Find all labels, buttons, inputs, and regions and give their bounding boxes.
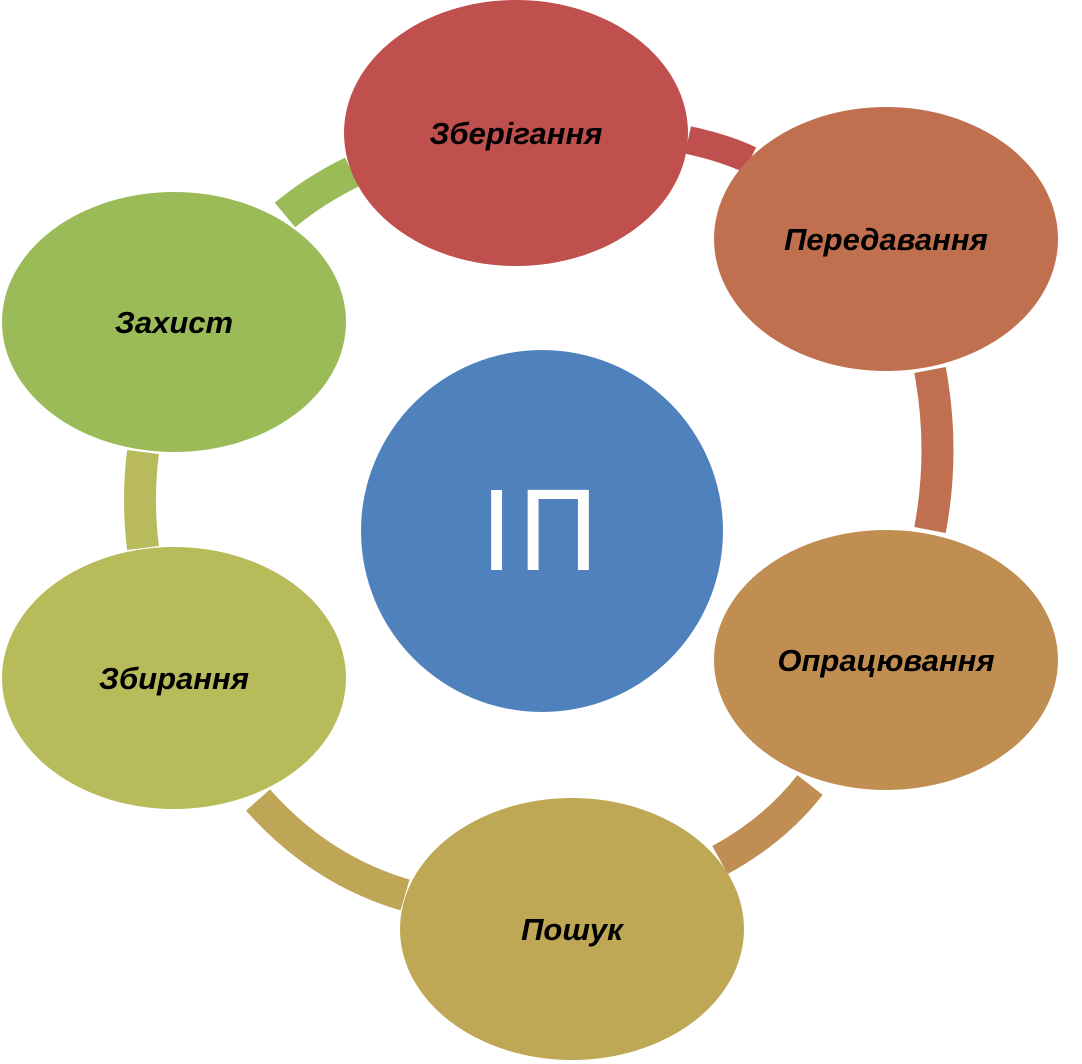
center-circle xyxy=(361,350,723,712)
node-ellipse xyxy=(344,0,688,266)
connector-opratsyuvannya-poshuk xyxy=(712,775,823,875)
node-ellipse xyxy=(714,530,1058,790)
node-ellipse xyxy=(2,192,346,452)
node-poshuk: Пошук xyxy=(400,798,744,1060)
node-label: Зберігання xyxy=(430,116,603,151)
node-opratsyuvannya: Опрацювання xyxy=(714,530,1058,790)
center-label: ІП xyxy=(480,468,603,596)
connector-zberigannya-peredavannya xyxy=(684,126,757,173)
connector-poshuk-zbyrannya xyxy=(246,789,410,911)
center-node: ІП xyxy=(361,350,723,712)
node-label: Захист xyxy=(115,305,233,340)
node-zberigannya: Зберігання xyxy=(344,0,688,266)
node-label: Збирання xyxy=(99,661,249,696)
node-ellipse xyxy=(2,547,346,809)
node-label: Пошук xyxy=(521,912,624,947)
node-zakhyst: Захист xyxy=(2,192,346,452)
connector-zbyrannya-zakhyst xyxy=(124,450,159,550)
node-label: Опрацювання xyxy=(777,643,994,678)
connector-arcs xyxy=(124,126,954,911)
node-peredavannya: Передавання xyxy=(714,107,1058,371)
connector-zakhyst-zberigannya xyxy=(274,157,360,228)
node-ellipse xyxy=(714,107,1058,371)
node-ellipse xyxy=(400,798,744,1060)
node-label: Передавання xyxy=(784,222,988,257)
connector-peredavannya-opratsyuvannya xyxy=(914,367,954,533)
node-zbyrannya: Збирання xyxy=(2,547,346,809)
